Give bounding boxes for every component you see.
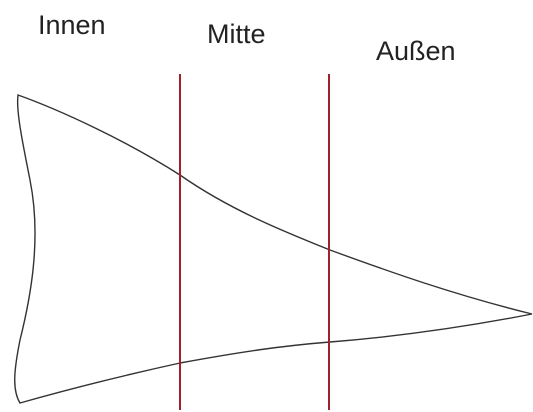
- zone-label-outer: Außen: [376, 36, 456, 66]
- zone-label-middle: Mitte: [207, 19, 266, 49]
- zone-label-inner: Innen: [38, 10, 106, 40]
- wedge-outline: [14, 94, 533, 404]
